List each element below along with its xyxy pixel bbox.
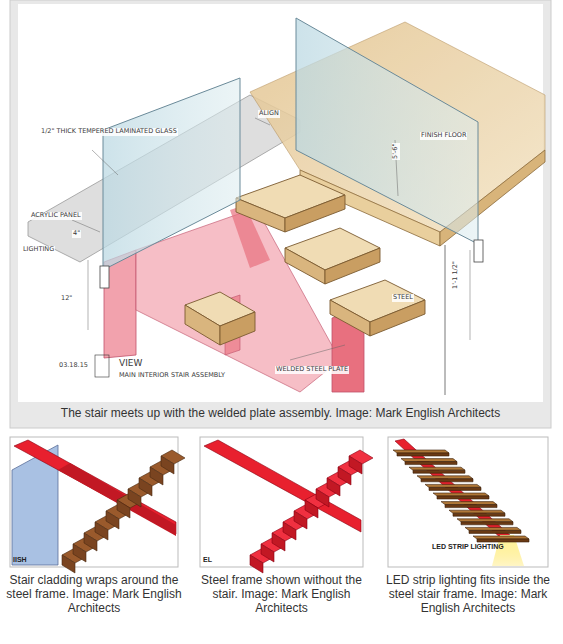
stair-tread	[409, 467, 465, 470]
thumbnail-panel: ELSteel frame shown without the stair. I…	[200, 437, 363, 567]
thumbnail-caption: Stair cladding wraps around the steel fr…	[0, 573, 188, 615]
thumbnail-caption: LED strip lighting fits inside the steel…	[378, 573, 558, 615]
sketch-annotation: 1/2" THICK TEMPERED LAMINATED GLASS	[40, 128, 178, 136]
thumbnail-panel: IISHStair cladding wraps around the stee…	[10, 437, 178, 567]
stair-tread	[250, 555, 263, 573]
stair-tread	[73, 544, 86, 562]
stair-tread	[117, 500, 130, 518]
stair-tread	[457, 519, 513, 522]
sketch-annotation: ACRYLIC PANEL	[30, 212, 82, 220]
stair-tread	[106, 511, 119, 529]
sketch-annotation: WELDED STEEL PLATE	[275, 366, 349, 374]
figure-panel: The stair meets up with the welded plate…	[10, 0, 551, 428]
thumbnail-caption: Steel frame shown without the stair. Ima…	[190, 573, 373, 615]
stair-tread	[417, 476, 473, 479]
stair-tread	[283, 522, 296, 540]
stair-tread	[316, 489, 329, 507]
sketch-annotation: 4"	[72, 230, 81, 238]
stair-tread	[469, 530, 521, 533]
stair-tread	[445, 505, 497, 508]
stair-tread	[95, 522, 108, 540]
stair-tread	[327, 478, 340, 496]
stair-tread	[150, 467, 163, 485]
stair-tread	[305, 500, 318, 518]
stair-tread	[272, 533, 285, 551]
stair-tread	[393, 450, 449, 453]
stair-tread	[401, 459, 457, 462]
sketch-annotation: LIGHTING	[22, 246, 55, 254]
stair-tread	[453, 513, 505, 516]
stair-tread	[84, 533, 97, 551]
sketch-annotation: 12"	[60, 295, 73, 303]
stair-tread	[161, 456, 174, 474]
stair-tread	[405, 462, 457, 465]
sketch-annotation: STEEL	[392, 294, 414, 302]
stair-tread	[441, 502, 497, 505]
stair-tread	[421, 479, 473, 482]
stair-tread	[425, 484, 481, 487]
sketch-annotation: 1'-1 1/2"	[452, 260, 460, 290]
stair-tread	[397, 453, 449, 456]
stair-tread	[465, 527, 521, 530]
stair-tread	[473, 536, 529, 539]
stair-tread	[139, 478, 152, 496]
sketch-annotation: MAIN INTERIOR STAIR ASSEMBLY	[118, 372, 226, 380]
sketch-annotation: VIEW	[118, 360, 143, 368]
panel-label: LED STRIP LIGHTING	[432, 543, 504, 551]
stair-tread	[433, 493, 489, 496]
sketch-annotation: 03.18.15	[58, 362, 89, 370]
panel-label: EL	[203, 556, 212, 564]
stair-tread	[437, 496, 489, 499]
stair-tread	[128, 489, 141, 507]
stair-tread	[349, 456, 362, 474]
figure-caption: The stair meets up with the welded plate…	[10, 406, 551, 420]
stair-tread	[477, 539, 529, 542]
stair-tread	[294, 511, 307, 529]
stair-tread	[429, 487, 481, 490]
stair-tread	[62, 555, 75, 573]
stair-tread	[449, 510, 505, 513]
thumbnail-panel: LED STRIP LIGHTINGLED strip lighting fit…	[388, 437, 548, 567]
sketch-annotation: ALIGN	[258, 110, 280, 118]
stair-tread	[413, 470, 465, 473]
panel-label: IISH	[13, 556, 27, 564]
stair-tread	[461, 522, 513, 525]
stair-tread	[338, 467, 351, 485]
stair-tread	[261, 544, 274, 562]
sketch-annotation: 5'-6"	[392, 143, 400, 160]
sketch-annotation: FINISH FLOOR	[420, 132, 467, 140]
